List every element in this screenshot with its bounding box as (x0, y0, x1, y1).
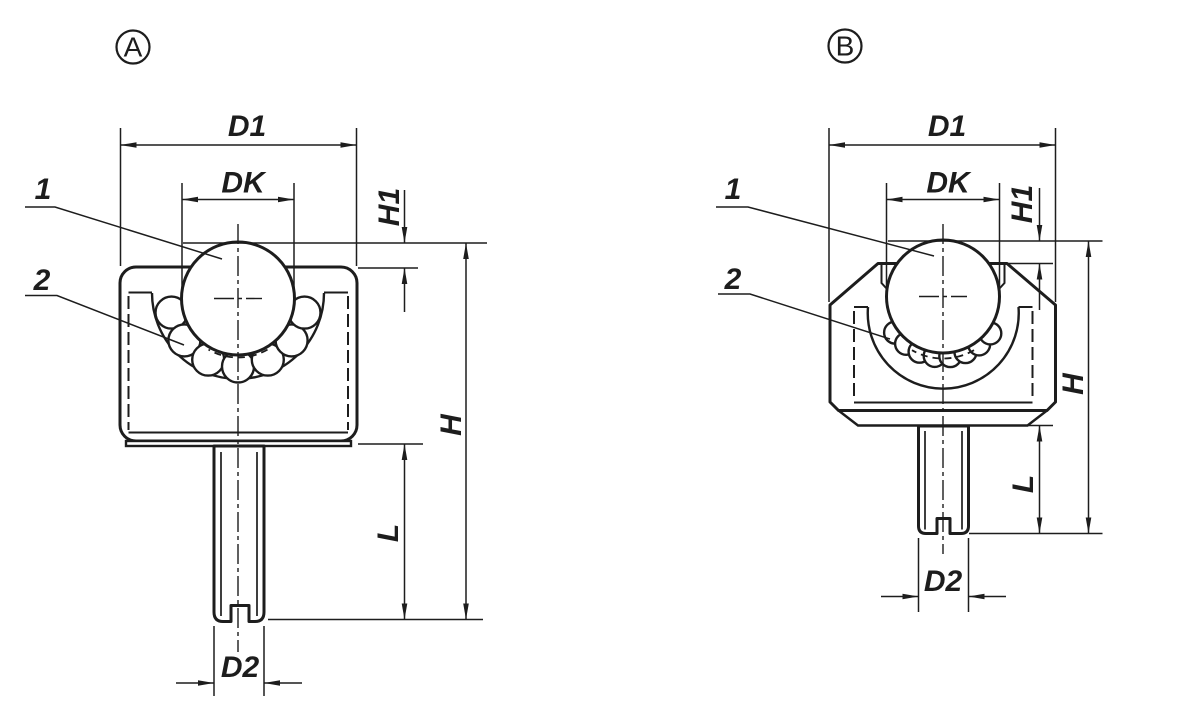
callout-2-b: 2 (718, 263, 891, 340)
dim-label-dk-a: DK (221, 167, 267, 200)
leader-line-1-b (716, 206, 935, 257)
leader-line-2-a (25, 294, 185, 346)
callout-1-b: 1 (716, 173, 935, 257)
callout-label-2-b: 2 (724, 263, 742, 296)
dim-label-d2-a: D2 (221, 651, 260, 684)
callout-label-2-a: 2 (33, 264, 51, 297)
view-a-part (118, 224, 359, 652)
view-a: D1 DK H1 (25, 29, 487, 696)
view-b: D1 DK H1 (716, 28, 1103, 612)
hidden-balls-arc-b (911, 349, 975, 360)
dim-l-b: L (969, 424, 1103, 535)
dim-label-l-a: L (372, 524, 405, 542)
callout-label-1-a: 1 (35, 173, 52, 206)
badge-letter-b: B (836, 31, 855, 62)
callout-1-a: 1 (25, 173, 223, 260)
dim-h1-b: H1 (888, 185, 1103, 310)
dim-label-l-b: L (1007, 475, 1040, 493)
view-badge-a: A (115, 29, 151, 65)
badge-circle-a (115, 29, 151, 65)
dim-d1-b: D1 (828, 110, 1057, 302)
view-b-part (828, 224, 1057, 554)
stud-a (212, 444, 266, 623)
dim-l-a: L (268, 443, 483, 621)
dim-label-d1-b: D1 (928, 110, 966, 143)
dim-label-d2-b: D2 (924, 565, 963, 598)
view-a-dimensions: D1 DK H1 (25, 29, 487, 696)
dim-label-h-b: H (1057, 372, 1090, 395)
pocket-edge-left-b (880, 264, 888, 290)
dim-label-dk-b: DK (926, 167, 972, 200)
pocket-edge-right-b (998, 264, 1006, 290)
leader-line-1-a (25, 206, 223, 260)
leader-line-2-b (718, 293, 891, 340)
badge-circle-b (827, 28, 863, 64)
dim-label-h1-b: H1 (1006, 185, 1039, 223)
callout-label-1-b: 1 (725, 173, 742, 206)
dim-d2-b: D2 (881, 538, 1006, 612)
dim-d1-a: D1 (119, 110, 358, 266)
dim-d2-a: D2 (176, 626, 302, 696)
dim-h-a: H (435, 243, 469, 620)
dim-label-h1-a: H1 (373, 188, 406, 226)
dim-h1-a: H1 (183, 188, 487, 312)
view-badge-b: B (827, 28, 863, 64)
dim-label-d1-a: D1 (228, 110, 266, 143)
dim-dk-a: DK (181, 167, 295, 299)
view-b-dimensions: D1 DK H1 (716, 28, 1103, 612)
dim-label-h-a: H (435, 413, 468, 436)
dim-h-b: H (1057, 241, 1092, 534)
badge-letter-a: A (124, 32, 143, 63)
stud-b (917, 424, 970, 535)
callout-2-a: 2 (25, 264, 185, 346)
